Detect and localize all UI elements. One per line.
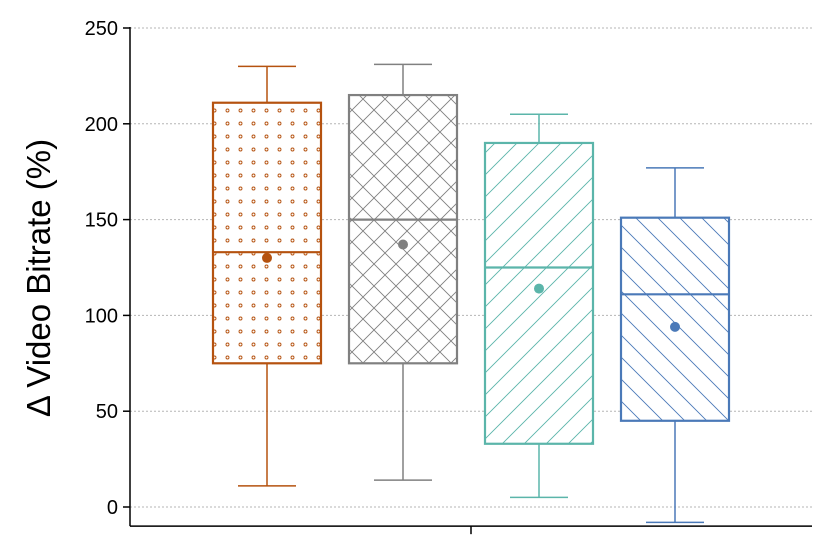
box-body <box>347 93 459 365</box>
mean-marker <box>398 239 408 250</box>
y-tick-label: 0 <box>107 497 118 519</box>
y-tick-label: 100 <box>85 305 118 327</box>
box-body <box>211 101 323 365</box>
mean-marker <box>534 283 544 294</box>
y-tick-label: 250 <box>85 18 118 40</box>
box-3 <box>483 113 595 499</box>
y-axis-label: Δ Video Bitrate (%) <box>20 139 57 417</box>
mean-marker <box>262 252 272 263</box>
mean-marker <box>670 321 680 332</box>
box-1 <box>211 65 323 487</box>
y-tick-label: 150 <box>85 210 118 232</box>
box-2 <box>347 63 459 481</box>
axes: 0 50 100 150 200 250 <box>85 18 812 535</box>
box-body <box>619 216 731 422</box>
box-4 <box>619 167 731 524</box>
y-tick-label: 50 <box>96 401 118 423</box>
y-tick-label: 200 <box>85 114 118 136</box>
boxes <box>211 63 731 524</box>
